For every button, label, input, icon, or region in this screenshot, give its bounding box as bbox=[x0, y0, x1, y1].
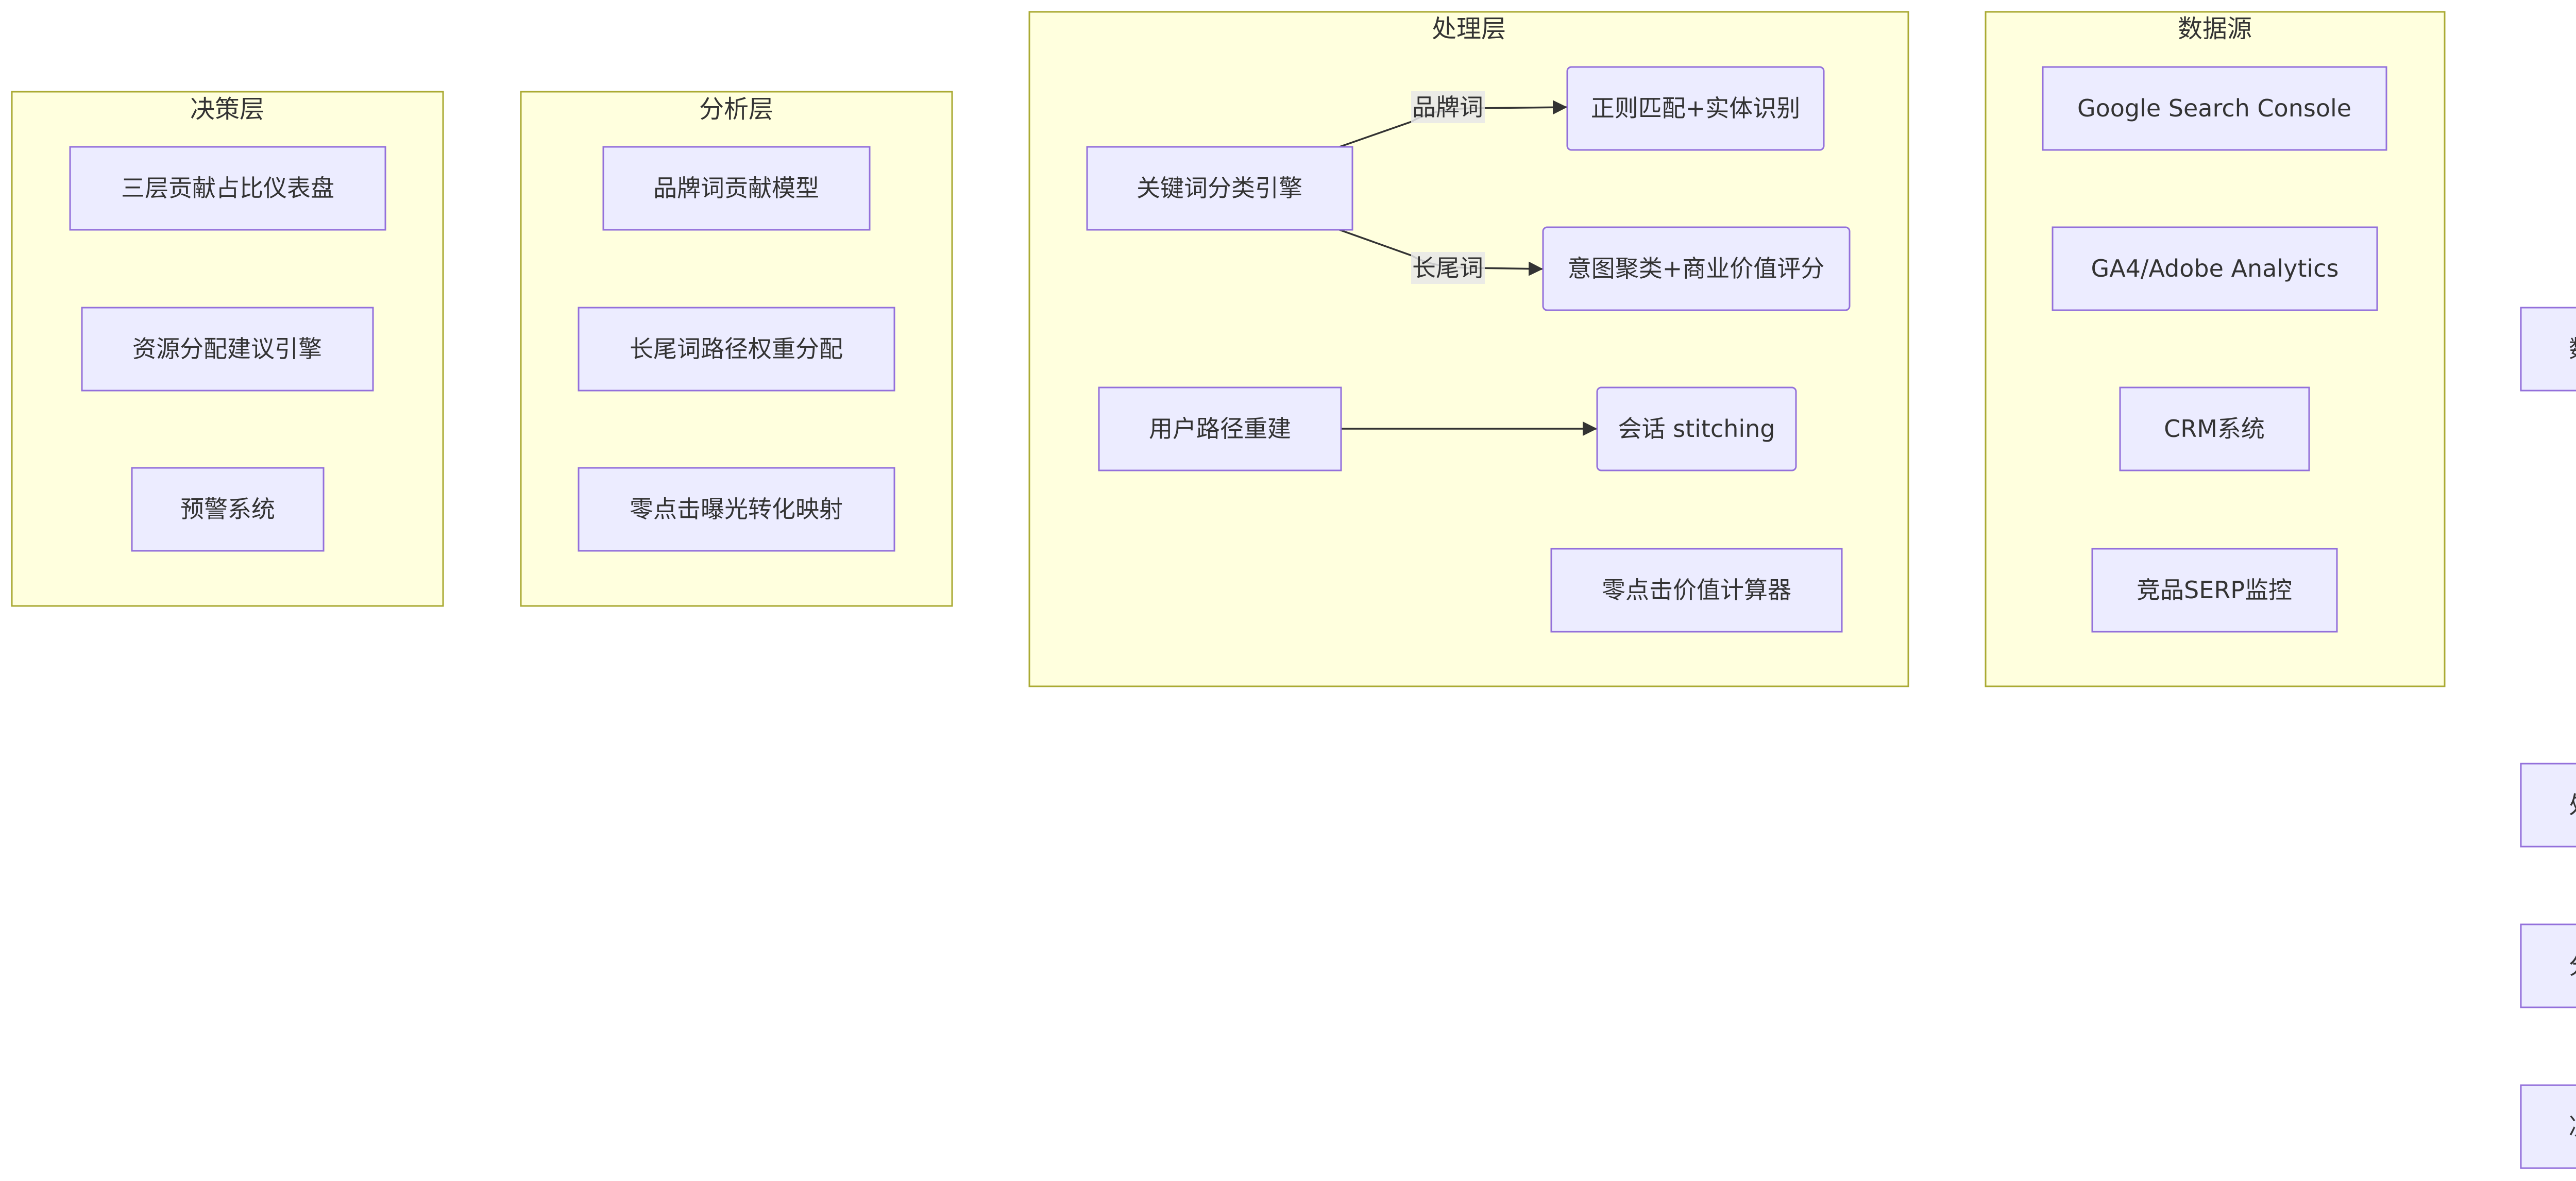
node-crm-system-label: CRM系统 bbox=[2164, 415, 2265, 443]
cluster-decision-layer: 决策层 三层贡献占比仪表盘 资源分配建议引擎 预警系统 bbox=[11, 91, 444, 607]
layer-flow: 数据源 处理层 分析层 决策层 bbox=[2520, 307, 2576, 1169]
edge-label-longtail-text: 长尾词 bbox=[1412, 254, 1483, 282]
edge-label-brand-text: 品牌词 bbox=[1412, 93, 1483, 121]
node-google-search-console-label: Google Search Console bbox=[2077, 94, 2351, 122]
flow-node-analysis-label: 分析层 bbox=[2569, 952, 2576, 980]
node-intent-scoring-label: 意图聚类+商业价值评分 bbox=[1568, 255, 1825, 282]
node-resource-engine[interactable]: 资源分配建议引擎 bbox=[81, 307, 374, 392]
node-longtail-weights-label: 长尾词路径权重分配 bbox=[630, 335, 843, 363]
cluster-source-title: 数据源 bbox=[2178, 14, 2252, 43]
node-alert-system-label: 预警系统 bbox=[180, 495, 275, 523]
node-regex-entity[interactable]: 正则匹配+实体识别 bbox=[1566, 66, 1825, 151]
node-keyword-classifier-label: 关键词分类引擎 bbox=[1137, 174, 1302, 202]
node-dashboard[interactable]: 三层贡献占比仪表盘 bbox=[69, 146, 386, 231]
edge-label-longtail: 长尾词 bbox=[1411, 252, 1485, 284]
flow-node-data-source[interactable]: 数据源 bbox=[2520, 307, 2576, 392]
node-google-search-console[interactable]: Google Search Console bbox=[2042, 66, 2387, 151]
cluster-data-source: 数据源 Google Search Console GA4/Adobe Anal… bbox=[1985, 11, 2446, 687]
node-ga4-adobe-label: GA4/Adobe Analytics bbox=[2091, 255, 2339, 282]
node-intent-scoring[interactable]: 意图聚类+商业价值评分 bbox=[1542, 226, 1851, 311]
node-session-stitching[interactable]: 会话 stitching bbox=[1596, 386, 1797, 471]
node-resource-engine-label: 资源分配建议引擎 bbox=[132, 335, 322, 363]
cluster-analysis-title: 分析层 bbox=[699, 95, 773, 124]
cluster-analysis-layer: 分析层 品牌词贡献模型 长尾词路径权重分配 零点击曝光转化映射 bbox=[520, 91, 953, 607]
node-zero-click-calculator-label: 零点击价值计算器 bbox=[1602, 576, 1791, 604]
node-ga4-adobe[interactable]: GA4/Adobe Analytics bbox=[2052, 226, 2378, 311]
flow-node-data-source-label: 数据源 bbox=[2569, 335, 2576, 363]
node-keyword-classifier[interactable]: 关键词分类引擎 bbox=[1086, 146, 1353, 231]
flow-node-analysis[interactable]: 分析层 bbox=[2520, 923, 2576, 1008]
flow-node-decision-label: 决策层 bbox=[2569, 1112, 2576, 1140]
node-dashboard-label: 三层贡献占比仪表盘 bbox=[121, 174, 334, 202]
node-brand-model[interactable]: 品牌词贡献模型 bbox=[602, 146, 871, 231]
node-competitor-serp[interactable]: 竞品SERP监控 bbox=[2091, 548, 2338, 633]
node-crm-system[interactable]: CRM系统 bbox=[2119, 386, 2310, 471]
node-brand-model-label: 品牌词贡献模型 bbox=[653, 174, 819, 202]
flow-node-decision[interactable]: 决策层 bbox=[2520, 1084, 2576, 1169]
node-zero-click-mapping-label: 零点击曝光转化映射 bbox=[630, 495, 843, 523]
node-regex-entity-label: 正则匹配+实体识别 bbox=[1591, 94, 1801, 122]
node-alert-system[interactable]: 预警系统 bbox=[131, 467, 325, 552]
node-zero-click-mapping[interactable]: 零点击曝光转化映射 bbox=[578, 467, 895, 552]
node-zero-click-calculator[interactable]: 零点击价值计算器 bbox=[1550, 548, 1843, 633]
cluster-processing-layer: 处理层 品牌词 长尾词 关键词分类引擎 正则匹配+实体识别 意图聚类+商业价值评… bbox=[1028, 11, 1909, 687]
node-longtail-weights[interactable]: 长尾词路径权重分配 bbox=[578, 307, 895, 392]
flow-node-processing[interactable]: 处理层 bbox=[2520, 763, 2576, 848]
node-path-rebuild-label: 用户路径重建 bbox=[1149, 415, 1291, 443]
node-competitor-serp-label: 竞品SERP监控 bbox=[2137, 576, 2292, 604]
node-session-stitching-label: 会话 stitching bbox=[1618, 415, 1775, 443]
edge-label-brand: 品牌词 bbox=[1411, 91, 1485, 123]
node-path-rebuild[interactable]: 用户路径重建 bbox=[1098, 386, 1342, 471]
cluster-decision-title: 决策层 bbox=[190, 95, 264, 124]
flow-node-processing-label: 处理层 bbox=[2569, 791, 2576, 819]
cluster-processing-title: 处理层 bbox=[1432, 14, 1506, 43]
